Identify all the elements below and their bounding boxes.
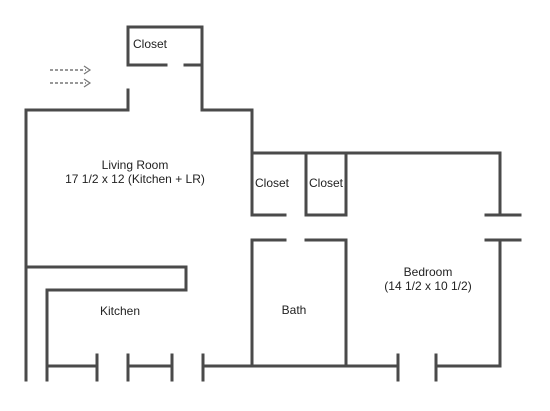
bedroom-dimensions: (14 1/2 x 10 1/2): [384, 279, 471, 293]
living-room-dimensions: 17 1/2 x 12 (Kitchen + LR): [65, 172, 205, 186]
entrance-arrows: [50, 65, 92, 88]
double-arrow-right-icon: [50, 65, 92, 88]
bedroom-label: Bedroom: [404, 265, 453, 279]
room-labels: Closet Living Room 17 1/2 x 12 (Kitchen …: [65, 37, 472, 318]
living-room-label: Living Room: [102, 158, 169, 172]
closet-top-label: Closet: [133, 37, 168, 51]
bath-label: Bath: [282, 303, 307, 317]
walls: [24, 25, 522, 382]
closet-right-label: Closet: [309, 176, 344, 190]
kitchen-label: Kitchen: [100, 304, 140, 318]
closet-left-label: Closet: [255, 176, 290, 190]
